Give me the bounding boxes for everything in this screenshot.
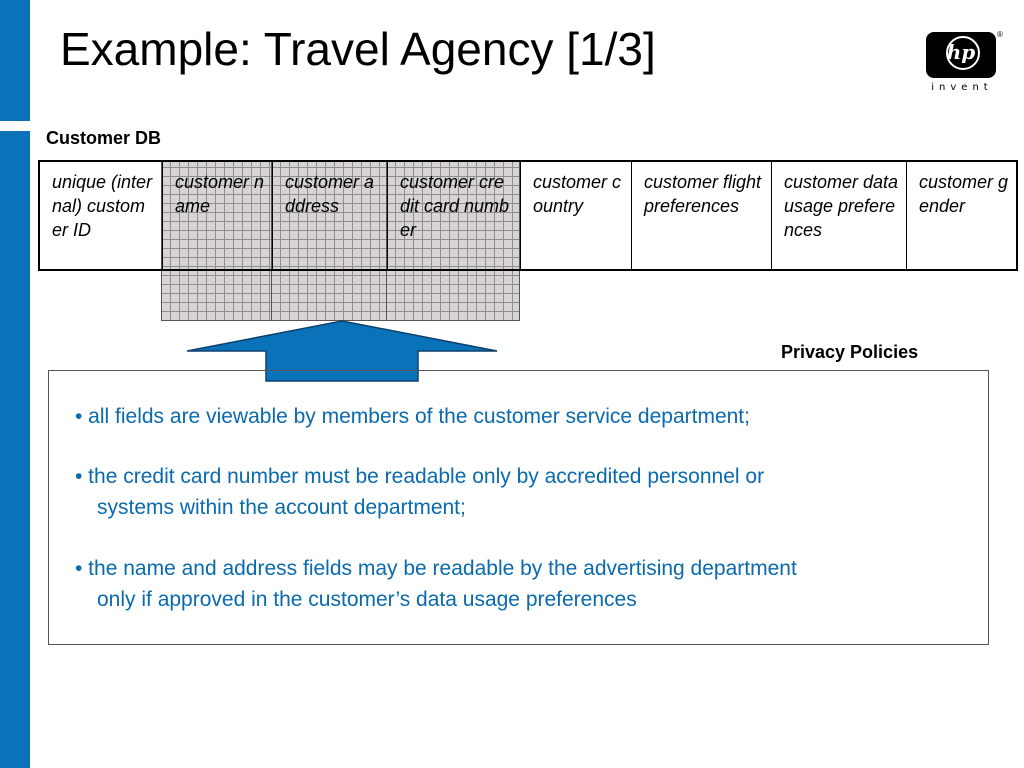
up-arrow-icon: [186, 320, 498, 382]
policy-line: only if approved in the customer’s data …: [97, 588, 637, 611]
highlight-credit-card-column: [386, 160, 520, 321]
policy-item: • all fields are viewable by members of …: [75, 401, 750, 432]
column-label: customer country: [533, 172, 622, 216]
policy-line: • the credit card number must be readabl…: [75, 465, 765, 488]
accent-bar-bottom: [0, 131, 30, 768]
logo-tagline: invent: [931, 82, 993, 93]
logo-badge: hp: [926, 32, 996, 78]
table-column-data-usage: customer data usage preferences: [772, 162, 907, 269]
privacy-policies-box: [48, 370, 989, 645]
table-column-country: customer country: [521, 162, 632, 269]
logo-registered-mark: ®: [997, 30, 1003, 39]
policy-item: • the name and address fields may be rea…: [75, 553, 797, 615]
column-label: unique (internal) customer ID: [52, 172, 153, 240]
accent-bar-top: [0, 0, 30, 121]
policy-line: • all fields are viewable by members of …: [75, 405, 750, 428]
column-label: customer name: [175, 172, 265, 216]
slide-title: Example: Travel Agency [1/3]: [60, 23, 656, 75]
highlight-address-column: [271, 160, 387, 321]
logo-brand: hp: [946, 40, 976, 64]
customer-db-table: unique (internal) customer ID customer n…: [38, 160, 1018, 271]
policy-item: • the credit card number must be readabl…: [75, 461, 764, 523]
column-label: customer data usage preferences: [784, 172, 899, 240]
policy-line: • the name and address fields may be rea…: [75, 557, 797, 580]
column-label: customer gender: [919, 172, 1009, 216]
column-label: customer credit card number: [400, 172, 510, 240]
column-label: customer flight preferences: [644, 172, 762, 216]
highlight-name-column: [161, 160, 272, 321]
hp-logo: hp ® invent: [920, 28, 1003, 98]
table-column-address: customer address: [273, 162, 388, 269]
privacy-policies-label: Privacy Policies: [781, 342, 919, 362]
table-column-name: customer name: [163, 162, 273, 269]
customer-db-label: Customer DB: [46, 128, 162, 148]
table-column-flight-preferences: customer flight preferences: [632, 162, 772, 269]
table-column-credit-card: customer credit card number: [388, 162, 521, 269]
table-column-gender: customer gender: [907, 162, 1016, 269]
policy-line: systems within the account department;: [97, 496, 466, 519]
logo-circle: [946, 36, 980, 70]
column-label: customer address: [285, 172, 375, 216]
table-column-id: unique (internal) customer ID: [40, 162, 163, 269]
